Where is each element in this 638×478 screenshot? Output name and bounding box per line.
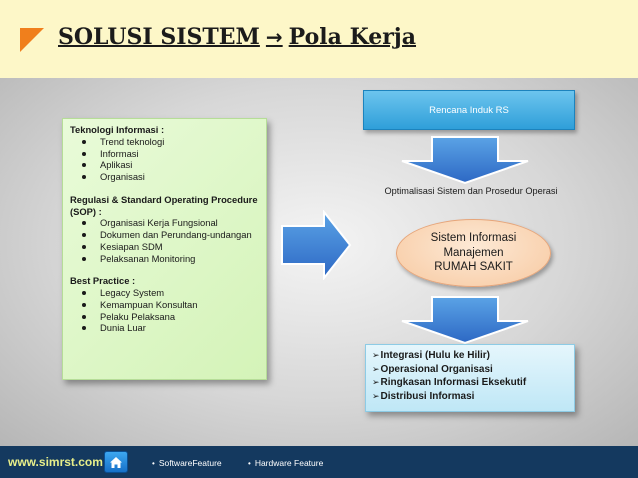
site-link[interactable]: www.simrst.com: [8, 455, 103, 469]
list-item: Dunia Luar: [70, 322, 259, 334]
list-item: Aplikasi: [70, 159, 259, 171]
arrow-bullet-icon: ➢: [372, 364, 380, 375]
slide-title: SOLUSI SISTEM→Pola Kerja: [58, 24, 416, 50]
footer-link-hardware[interactable]: •Hardware Feature: [248, 458, 324, 468]
list-item: Pelaku Pelaksana: [70, 311, 259, 323]
ellipse-line: RUMAH SAKIT: [434, 261, 513, 274]
result-item: ➢Ringkasan Informasi Eksekutif: [372, 377, 527, 388]
input-factors-box: Teknologi Informasi : Trend teknologi In…: [62, 118, 267, 380]
ellipse-line: Manajemen: [443, 246, 504, 259]
list-item: Organisasi Kerja Fungsional: [70, 217, 259, 229]
down-arrow-icon: [401, 296, 529, 345]
arrow-bullet-icon: ➢: [372, 378, 380, 388]
section-list: Trend teknologi Informasi Aplikasi Organ…: [70, 136, 259, 183]
list-item: Informasi: [70, 148, 259, 160]
list-item: Trend teknologi: [70, 136, 259, 148]
list-item: Organisasi: [70, 171, 259, 183]
optimalisasi-label: Optimalisasi Sistem dan Prosedur Operasi: [384, 186, 558, 196]
home-button[interactable]: [104, 451, 128, 473]
title-right: Pola Kerja: [288, 24, 417, 50]
list-item: Kesiapan SDM: [70, 241, 259, 253]
footer-link-software[interactable]: •SoftwareFeature: [152, 458, 222, 468]
header-band: [0, 0, 638, 78]
section-title: Regulasi & Standard Operating Procedure …: [70, 193, 258, 217]
section-list: Legacy System Kemampuan Konsultan Pelaku…: [70, 287, 259, 334]
sim-rs-ellipse: Sistem Informasi Manajemen RUMAH SAKIT: [396, 219, 551, 287]
list-item: Legacy System: [70, 287, 259, 299]
right-arrow-icon: [281, 210, 352, 280]
results-box: ➢Integrasi (Hulu ke Hilir) ➢Operasional …: [365, 344, 575, 412]
list-item: Kemampuan Konsultan: [70, 299, 259, 311]
bullet-icon: •: [152, 459, 155, 468]
result-item: ➢Operasional Organisasi: [372, 363, 493, 375]
list-item: Dokumen dan Perundang-undangan: [70, 229, 259, 241]
title-left: SOLUSI SISTEM: [58, 24, 260, 50]
result-item: ➢Distribusi Informasi: [372, 390, 475, 402]
down-arrow-icon: [401, 136, 529, 185]
section-title: Best Practice :: [70, 275, 136, 287]
bullet-icon: •: [248, 459, 251, 468]
arrow-bullet-icon: ➢: [372, 391, 380, 402]
section-list: Organisasi Kerja Fungsional Dokumen dan …: [70, 217, 259, 264]
result-item: ➢Integrasi (Hulu ke Hilir): [372, 350, 491, 361]
corner-triangle-icon: [20, 28, 44, 52]
section-title: Teknologi Informasi :: [70, 124, 165, 135]
home-icon: [110, 456, 122, 468]
title-arrow-icon: →: [265, 25, 283, 49]
arrow-bullet-icon: ➢: [372, 351, 380, 361]
ellipse-line: Sistem Informasi: [430, 232, 517, 245]
list-item: Pelaksanan Monitoring: [70, 253, 259, 265]
rencana-induk-box: Rencana Induk RS: [363, 90, 575, 130]
